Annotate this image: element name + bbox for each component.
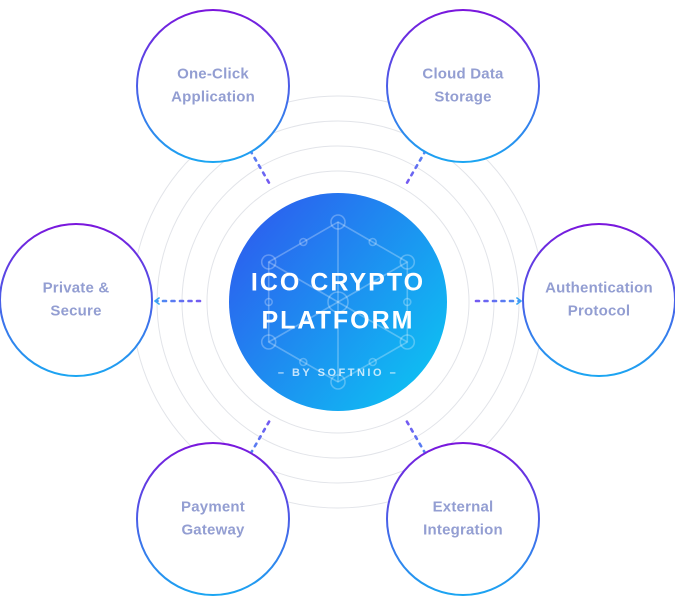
center-circle	[229, 193, 447, 411]
orbit-ring-1	[206, 170, 470, 434]
hexagon-network-icon	[260, 214, 416, 390]
node-circle-cloud-data-storage	[386, 9, 540, 163]
node-circle-authentication-protocol	[522, 223, 675, 377]
node-circle-payment-gateway	[136, 442, 290, 596]
node-circle-external-integration	[386, 442, 540, 596]
node-circle-one-click-application	[136, 9, 290, 163]
node-circle-private-secure	[0, 223, 153, 377]
